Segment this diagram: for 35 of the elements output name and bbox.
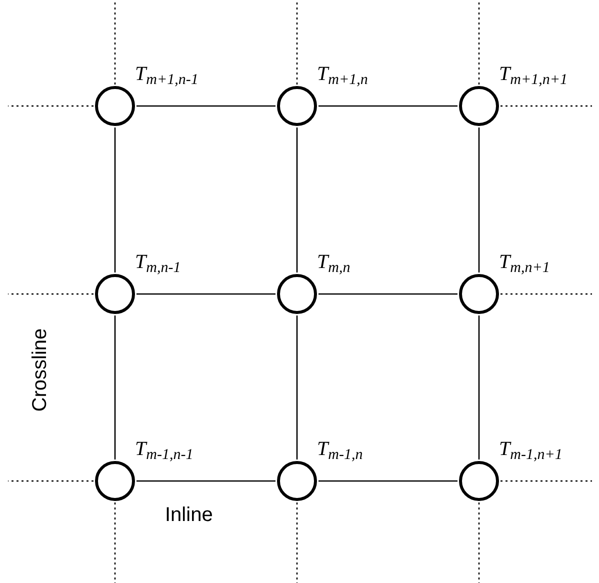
grid-line bbox=[136, 293, 276, 295]
node-label: T$_{m-1,n+1}$ bbox=[499, 439, 562, 459]
dotted-line bbox=[478, 0, 480, 84]
grid-line bbox=[318, 480, 458, 482]
grid-line bbox=[136, 480, 276, 482]
axis-label: Crossline bbox=[30, 328, 50, 412]
node-label: T$_{m+1,n+1}$ bbox=[499, 64, 568, 84]
dotted-line bbox=[8, 480, 94, 482]
axis-label: Inline bbox=[165, 505, 213, 525]
grid-line bbox=[318, 105, 458, 107]
grid-line bbox=[478, 316, 480, 460]
dotted-line bbox=[8, 105, 94, 107]
dotted-line bbox=[296, 0, 298, 84]
dotted-line bbox=[500, 293, 592, 295]
node-label: T$_{m-1,n-1}$ bbox=[135, 439, 194, 459]
dotted-line bbox=[500, 480, 592, 482]
grid-line bbox=[114, 128, 116, 272]
node-label: T$_{m+1,n-1}$ bbox=[135, 64, 198, 84]
node-label: T$_{m,n-1}$ bbox=[135, 252, 181, 272]
grid-line bbox=[136, 105, 276, 107]
dotted-line bbox=[8, 293, 94, 295]
grid-line bbox=[114, 316, 116, 460]
grid-line bbox=[296, 316, 298, 460]
dotted-line bbox=[500, 105, 592, 107]
dotted-line bbox=[114, 0, 116, 84]
node-label: T$_{m,n+1}$ bbox=[499, 252, 550, 272]
node-label: T$_{m-1,n}$ bbox=[317, 439, 363, 459]
node-label: T$_{m,n}$ bbox=[317, 252, 350, 272]
dotted-line bbox=[478, 502, 480, 583]
grid-line bbox=[296, 128, 298, 272]
dotted-line bbox=[296, 502, 298, 583]
node-label: T$_{m+1,n}$ bbox=[317, 64, 368, 84]
grid-line bbox=[318, 293, 458, 295]
dotted-line bbox=[114, 502, 116, 583]
grid-line bbox=[478, 128, 480, 272]
